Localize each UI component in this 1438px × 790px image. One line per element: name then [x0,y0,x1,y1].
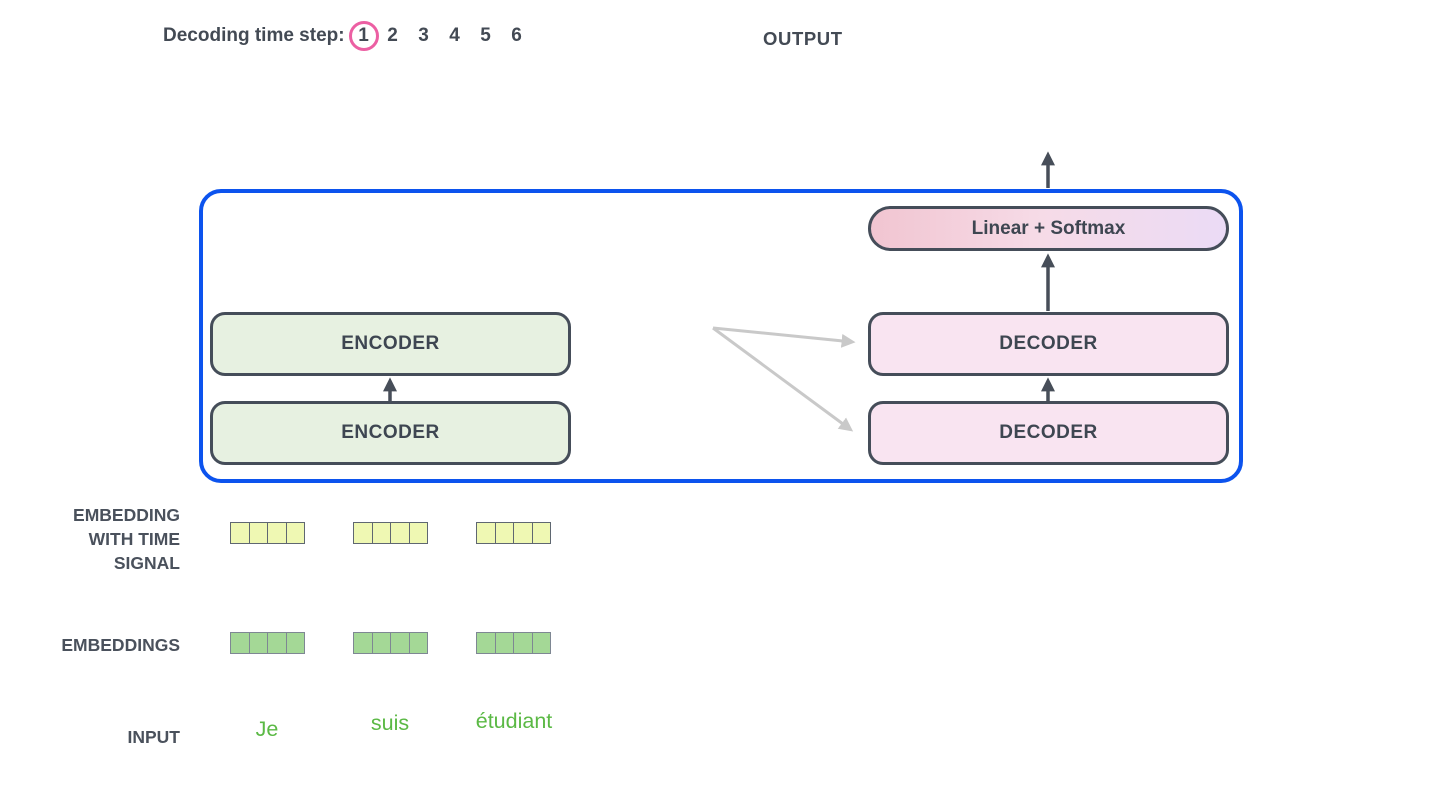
time-step-4[interactable]: 4 [449,25,460,46]
embedding-with-time-signal-label: EMBEDDING WITH TIME SIGNAL [0,503,180,575]
input-label: INPUT [127,727,181,747]
encoder-block-bottom: ENCODER [210,401,571,465]
time-signal-vector-1 [230,522,305,544]
embedding-with-time-signal-line1: EMBEDDING [73,505,180,525]
embedding-cell [353,522,373,544]
encoder-bottom-label: ENCODER [341,422,440,443]
embedding-cell [248,522,268,544]
embedding-vector-3 [476,632,551,654]
embedding-cell [494,522,514,544]
embedding-cell [531,522,551,544]
embedding-cell [248,632,268,654]
decoder-bottom-label: DECODER [999,422,1098,443]
time-signal-vector-2 [353,522,428,544]
embedding-cell [285,632,305,654]
embedding-vector-1 [230,632,305,654]
time-step-1-selected[interactable]: 1 [348,21,379,51]
linear-softmax-label: Linear + Softmax [971,217,1126,239]
time-step-6[interactable]: 6 [511,25,522,46]
embedding-cell [390,632,410,654]
linear-softmax-block: Linear + Softmax [868,206,1229,251]
embedding-cell [513,632,533,654]
embedding-cell [513,522,533,544]
input-token-suis: suis [370,711,410,735]
embeddings-label: EMBEDDINGS [61,635,180,655]
embedding-cell [408,632,428,654]
embedding-with-time-signal-line2: WITH TIME [88,529,180,549]
embedding-cell [476,632,496,654]
decoding-time-step-row: Decoding time step: 1 2 3 4 5 6 [163,19,532,53]
embedding-vector-2 [353,632,428,654]
time-step-5[interactable]: 5 [480,25,491,46]
time-signal-vector-3 [476,522,551,544]
time-step-2[interactable]: 2 [387,25,398,46]
decoding-time-step-label: Decoding time step: [163,25,345,46]
input-token-je: Je [255,717,279,741]
decoder-block-top: DECODER [868,312,1229,376]
embedding-cell [267,632,287,654]
embedding-cell [230,632,250,654]
output-label: OUTPUT [763,28,843,49]
embedding-cell [371,632,391,654]
embedding-cell [390,522,410,544]
embedding-cell [267,522,287,544]
embedding-cell [494,632,514,654]
decoder-block-bottom: DECODER [868,401,1229,465]
embedding-cell [353,632,373,654]
embedding-cell [285,522,305,544]
decoder-top-label: DECODER [999,333,1098,354]
embedding-cell [230,522,250,544]
encoder-block-top: ENCODER [210,312,571,376]
input-token-etudiant: étudiant [475,709,553,733]
time-step-3[interactable]: 3 [418,25,429,46]
embedding-cell [371,522,391,544]
embedding-with-time-signal-line3: SIGNAL [113,553,180,573]
embedding-cell [531,632,551,654]
embedding-cell [408,522,428,544]
encoder-top-label: ENCODER [341,333,440,354]
transformer-frame [199,189,1243,483]
embedding-cell [476,522,496,544]
